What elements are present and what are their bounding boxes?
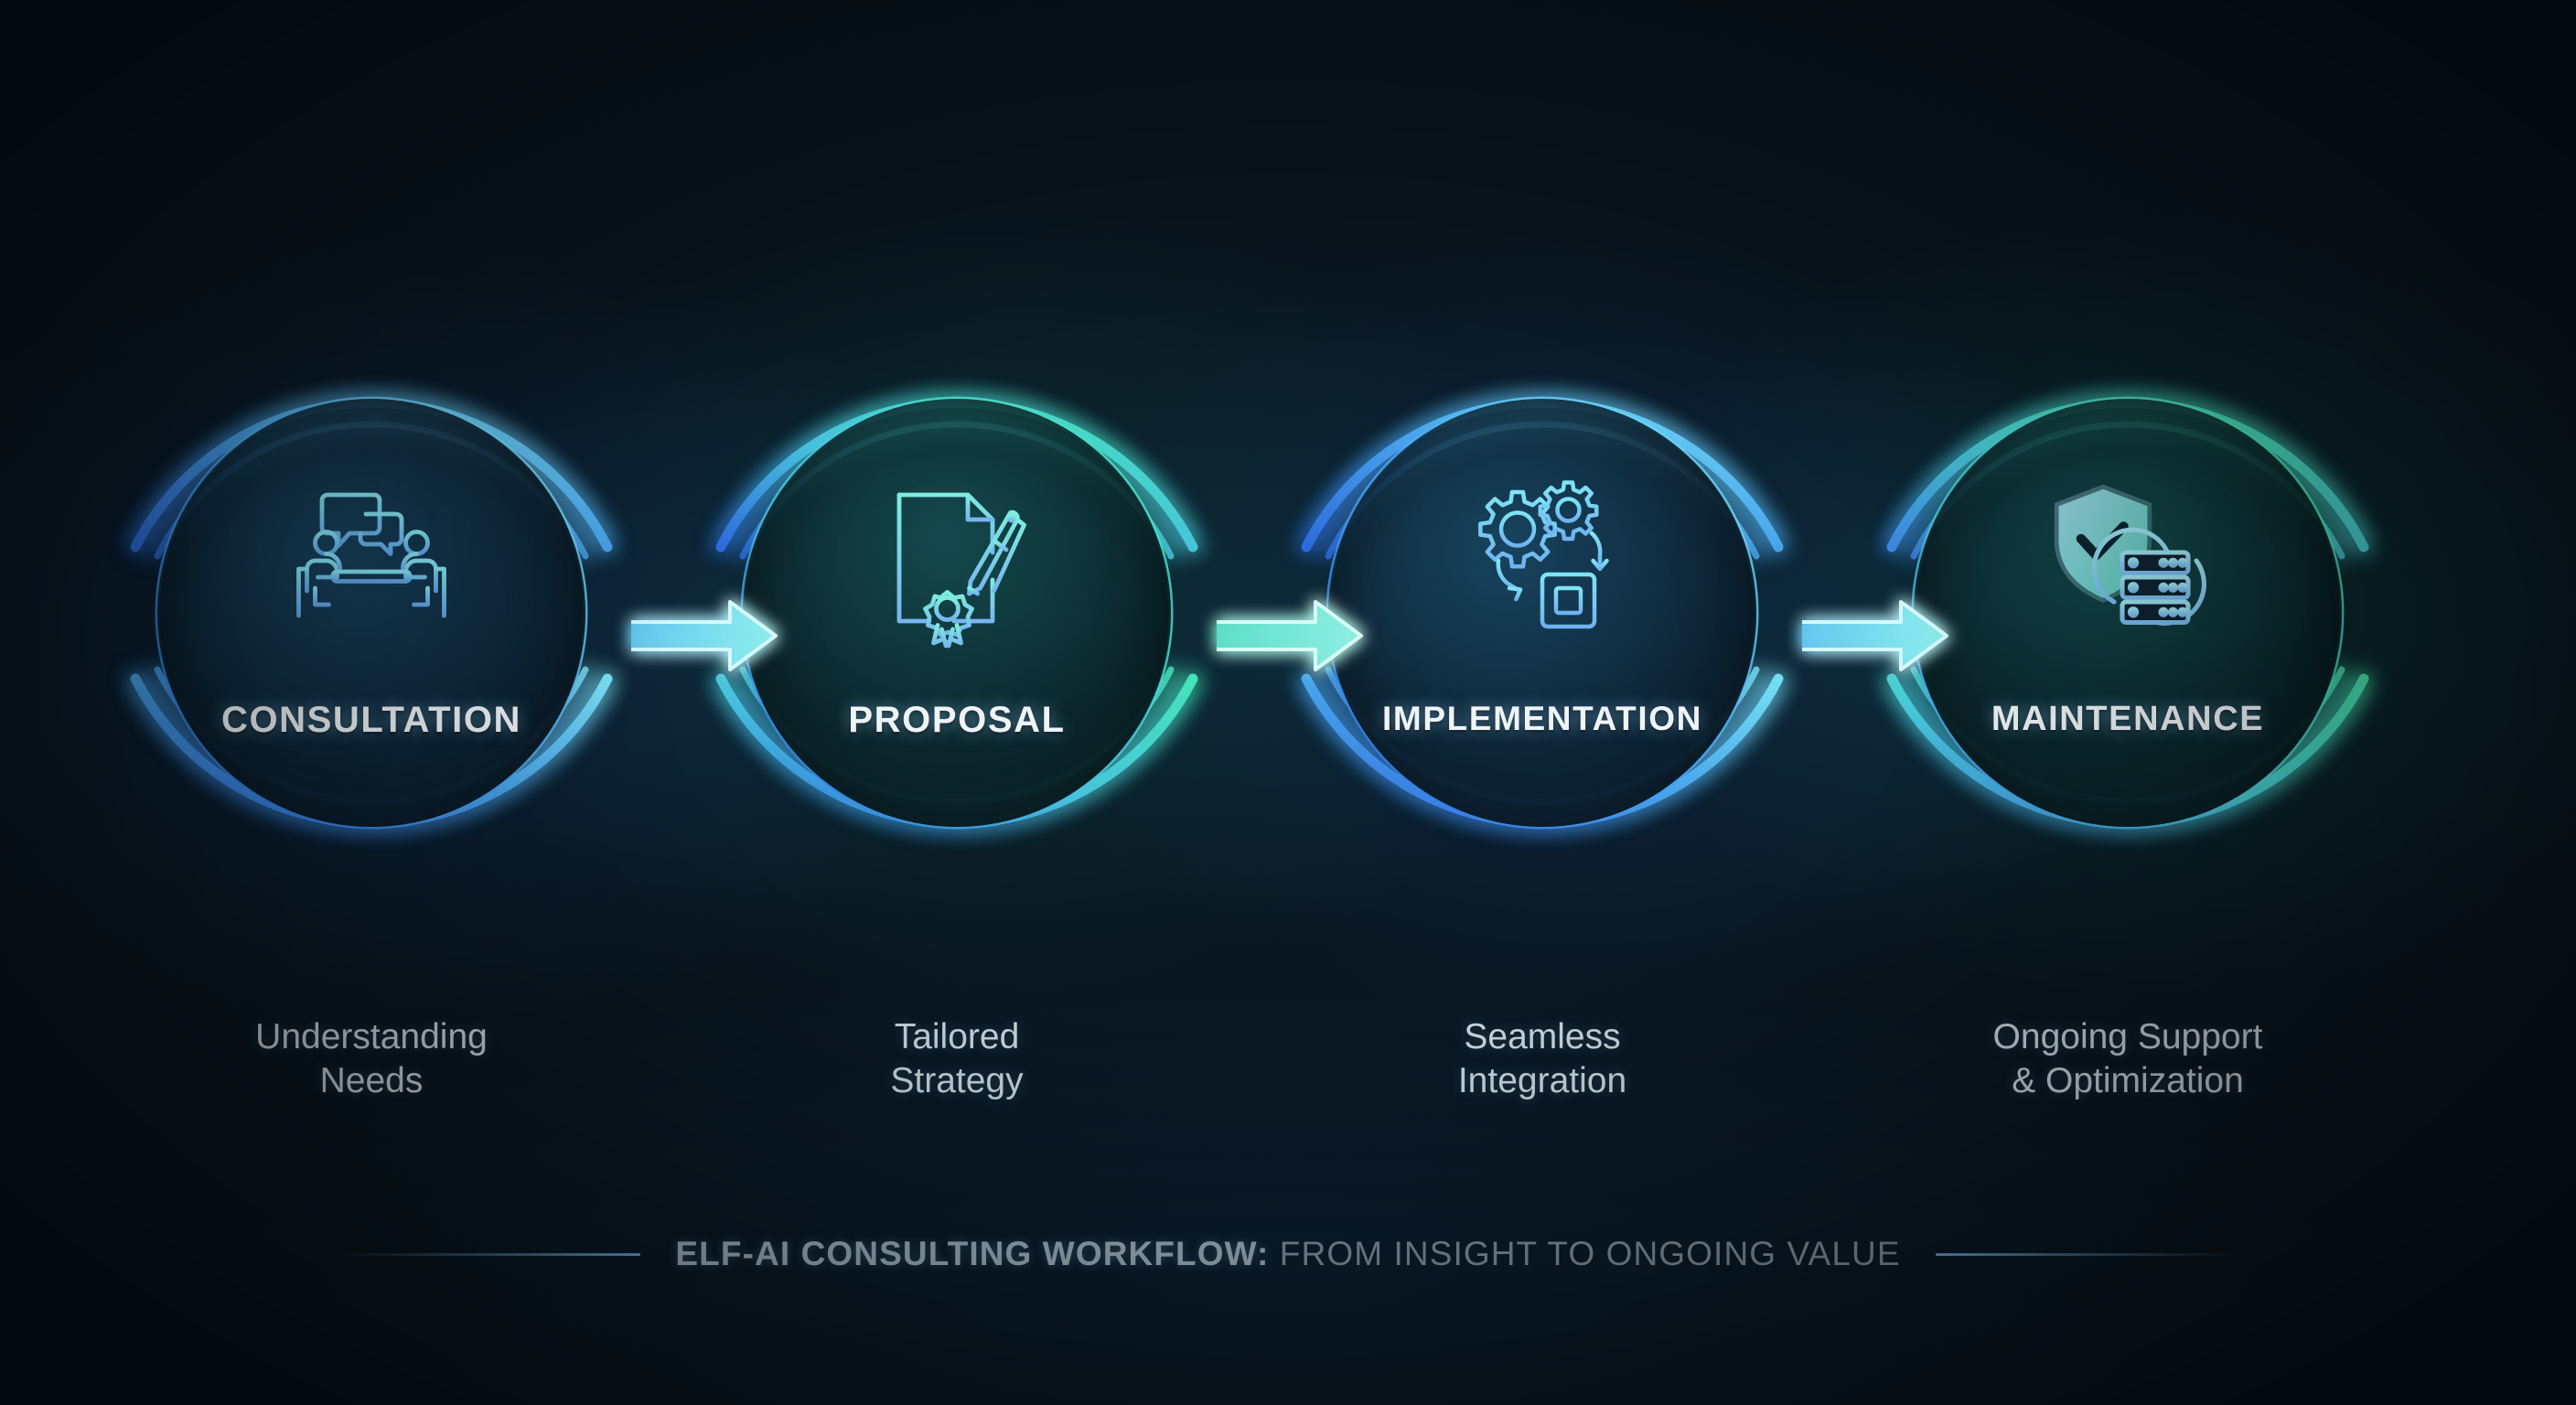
footer-title-strong: ELF-AI CONSULTING WORKFLOW: (675, 1235, 1270, 1272)
divider-left (338, 1252, 641, 1256)
step-disc (157, 399, 585, 827)
caption-line-2: Integration (1457, 1060, 1627, 1100)
workflow-step-consultation[interactable]: CONSULTATION (88, 329, 655, 896)
footer-title: ELF-AI CONSULTING WORKFLOW: FROM INSIGHT… (675, 1235, 1900, 1273)
caption-line-1: Tailored (894, 1017, 1020, 1056)
footer-title-light: FROM INSIGHT TO ONGOING VALUE (1269, 1235, 1901, 1272)
caption-line-1: Understanding (255, 1017, 488, 1056)
caption-line-2: Strategy (890, 1060, 1024, 1100)
arrow-right-icon-1 (631, 585, 814, 686)
step-title: CONSULTATION (220, 700, 522, 740)
caption-line-1: Seamless (1464, 1017, 1621, 1056)
step-title: MAINTENANCE (1991, 700, 2265, 738)
step-caption-maintenance: Ongoing Support & Optimization (1844, 1015, 2411, 1102)
caption-line-2: & Optimization (2012, 1060, 2244, 1100)
step-caption-proposal: Tailored Strategy (673, 1015, 1240, 1102)
arrow-right-icon-3 (1802, 585, 1985, 686)
caption-line-2: Needs (319, 1060, 424, 1100)
divider-right (1935, 1252, 2238, 1256)
arrow-right-icon-2 (1217, 585, 1400, 686)
step-title: PROPOSAL (848, 700, 1066, 740)
footer-banner: ELF-AI CONSULTING WORKFLOW: FROM INSIGHT… (0, 1235, 2576, 1273)
step-title: IMPLEMENTATION (1382, 700, 1702, 737)
step-caption-consultation: Understanding Needs (88, 1015, 655, 1102)
caption-line-1: Ongoing Support (1992, 1017, 2263, 1056)
step-caption-implementation: Seamless Integration (1259, 1015, 1826, 1102)
